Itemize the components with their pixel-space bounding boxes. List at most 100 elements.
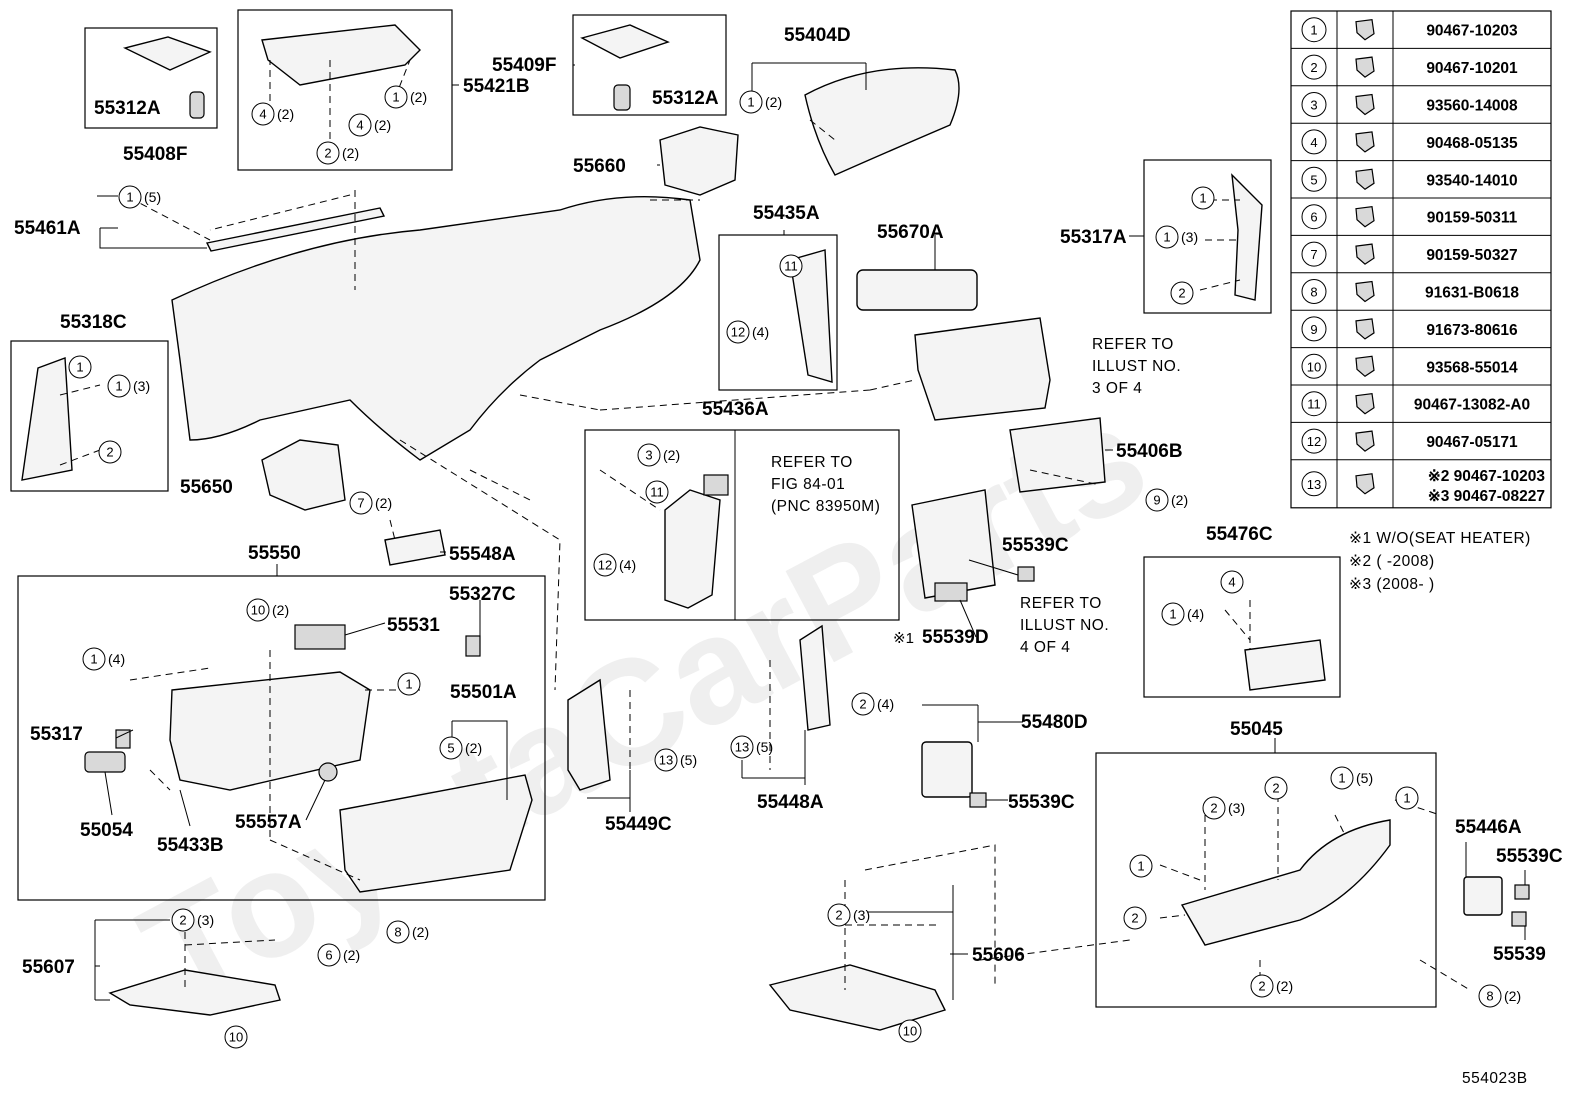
callout-35: 2(2) xyxy=(1250,974,1293,998)
callout-circle xyxy=(1250,974,1274,998)
callout-number: 13 xyxy=(735,740,749,755)
part-shape-55650 xyxy=(261,439,346,511)
callout-number: 5 xyxy=(447,741,454,756)
callout-number: 2 xyxy=(1210,801,1217,816)
part-label-55448A: 55448A xyxy=(757,792,824,813)
callout-42: 10 xyxy=(898,1019,922,1043)
callout-circle xyxy=(779,254,803,278)
part-shape-55404D xyxy=(804,67,960,176)
legend-number: 12 xyxy=(1307,434,1321,449)
callout-number: 1 xyxy=(747,95,754,110)
callout-circle xyxy=(593,553,617,577)
part-shape-55317 xyxy=(115,729,131,749)
part-shape-instrument-panel xyxy=(171,195,701,461)
callout-quantity: (2) xyxy=(1504,988,1521,1004)
callout-circle xyxy=(739,90,763,114)
callout-quantity: (4) xyxy=(1187,606,1204,622)
fastener-icon xyxy=(1355,393,1375,415)
part-shape-heater-control xyxy=(911,489,996,599)
callout-number: 13 xyxy=(659,753,673,768)
callout-number: 11 xyxy=(650,485,664,500)
footnote-2: ※2 ( -2008) xyxy=(1349,553,1435,570)
legend-row: 2 90467-10201 xyxy=(1301,54,1518,80)
group-box-55476C xyxy=(1143,556,1341,698)
fastener-icon xyxy=(1355,206,1375,228)
callout-number: 10 xyxy=(903,1024,917,1039)
callout-circle xyxy=(384,85,408,109)
callout-16: 11 xyxy=(645,480,669,504)
part-label-55501A: 55501A xyxy=(450,682,517,703)
legend-part-number: 91673-80616 xyxy=(1426,322,1518,339)
callout-circle xyxy=(1264,776,1288,800)
legend-number: 6 xyxy=(1310,210,1317,225)
callout-quantity: (3) xyxy=(1228,800,1245,816)
legend-part-number: 90159-50311 xyxy=(1427,210,1518,227)
callout-40: 8(2) xyxy=(386,920,429,944)
callout-quantity: (2) xyxy=(1171,492,1188,508)
part-shape-55557A xyxy=(318,762,338,782)
part-label-55312A-a: 55312A xyxy=(94,98,161,119)
guide-lines xyxy=(59,59,1471,991)
part-shape-55406B xyxy=(1009,417,1106,493)
callout-quantity: (4) xyxy=(877,696,894,712)
legend-part-number: 90467-13082-A0 xyxy=(1414,397,1530,414)
legend-number-circle xyxy=(1301,17,1327,43)
part-shape-55045 xyxy=(1180,819,1391,946)
callout-circle xyxy=(386,920,410,944)
footnote-mark-1: ※1 xyxy=(893,630,914,647)
callout-quantity: (5) xyxy=(756,739,773,755)
fastener-icon xyxy=(1355,280,1375,303)
part-label-55480D: 55480D xyxy=(1021,712,1088,733)
ref-fig-line1: REFER TO xyxy=(771,454,853,471)
legend-row: 9 91673-80616 xyxy=(1301,316,1518,342)
legend-number: 8 xyxy=(1310,285,1317,300)
legend-row: 6 90159-50311 xyxy=(1301,204,1518,230)
part-shape-55054 xyxy=(84,751,126,773)
callout-17: 12(4) xyxy=(593,553,636,577)
part-label-55406B: 55406B xyxy=(1116,441,1183,462)
callout-number: 1 xyxy=(90,652,97,667)
legend-part-number: 93568-55014 xyxy=(1426,359,1518,376)
part-label-55317A: 55317A xyxy=(1060,227,1127,248)
callout-circle xyxy=(827,903,851,927)
callout-circle xyxy=(316,141,340,165)
ref-fig-line3: (PNC 83950M) xyxy=(771,498,880,515)
callout-quantity: (3) xyxy=(1181,229,1198,245)
part-shape-55548A xyxy=(384,529,446,566)
legend-number: 9 xyxy=(1310,322,1317,337)
callout-quantity: (2) xyxy=(374,117,391,133)
legend-number: 11 xyxy=(1307,397,1321,412)
part-label-55327C: 55327C xyxy=(449,584,516,605)
callout-circle xyxy=(251,102,275,126)
legend-part-number: 93560-14008 xyxy=(1426,98,1518,115)
callout-number: 4 xyxy=(356,118,363,133)
callout-number: 6 xyxy=(325,948,332,963)
switch-shape-55539C-b xyxy=(969,792,987,808)
callout-15: 3(2) xyxy=(637,443,680,467)
callout-circle xyxy=(1129,854,1153,878)
ref-illust-3-line2: ILLUST NO. xyxy=(1092,358,1181,375)
callout-30: 2 (3) xyxy=(1202,796,1245,820)
legend-part-number: 90467-10201 xyxy=(1426,60,1518,77)
switch-shape-55539 xyxy=(1511,911,1527,927)
part-shape-55660 xyxy=(659,126,739,196)
legend-number: 1 xyxy=(1310,23,1317,38)
callout-number: 1 xyxy=(1199,191,1206,206)
legend-number-circle xyxy=(1301,471,1327,497)
part-shape-55327C xyxy=(465,635,481,657)
callout-circle xyxy=(637,443,661,467)
legend-frame xyxy=(1290,10,1552,509)
callout-circle xyxy=(851,692,875,716)
part-shape-55449C xyxy=(567,678,611,791)
callout-number: 2 xyxy=(1272,781,1279,796)
legend-number: 2 xyxy=(1310,60,1317,75)
group-box-55550 xyxy=(17,575,546,901)
part-shape-55448A xyxy=(799,624,831,731)
switch-shape-fig-84-01 xyxy=(703,474,729,496)
callout-circle xyxy=(1220,570,1244,594)
callout-number: 1 xyxy=(1137,859,1144,874)
